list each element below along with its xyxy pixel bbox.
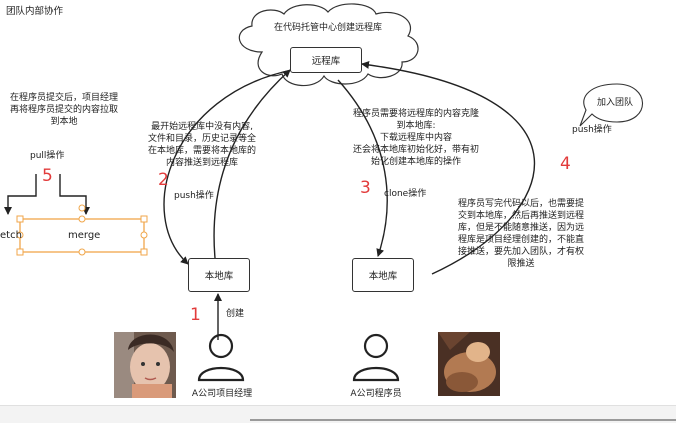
programmer-user-icon [352, 333, 400, 382]
cloud-shape [238, 3, 419, 87]
clone-op-label: clone操作 [384, 189, 427, 199]
step-number-1: 1 [190, 305, 201, 325]
clone-note-line: 始化创建本地库的操作 [370, 157, 461, 167]
merge-label: merge [68, 230, 101, 241]
push-note-line: 在本地库，需要将本地库的 [147, 146, 256, 156]
local-repo-manager[interactable]: 本地库 [188, 258, 250, 292]
pull-note-line: 到本地 [50, 117, 78, 127]
local-repo-programmer-label: 本地库 [368, 271, 398, 282]
programmer-note-line: 限推送 [507, 259, 535, 269]
push-op-label: push操作 [174, 191, 214, 201]
cloud-label: 在代码托管中心创建远程库 [273, 23, 382, 33]
push-op-programmer-label: push操作 [572, 125, 612, 135]
clone-note-line: 程序员需要将远程库的内容克隆 [352, 109, 479, 119]
pull-note-line: 再将程序员提交的内容拉取 [9, 105, 118, 115]
clone-note-line: 还会将本地库初始化好，带有初 [352, 145, 479, 155]
clone-note: 程序员需要将远程库的内容克隆 到本地库: 下载远程库中内容 还会将本地库初始化好… [346, 108, 486, 168]
local-repo-programmer[interactable]: 本地库 [352, 258, 414, 292]
clone-note-line: 到本地库: [396, 121, 436, 131]
bottom-toolbar [0, 405, 676, 423]
programmer-note-line: 交到本地库，然后再推送到远程 [457, 211, 584, 221]
local-repo-manager-label: 本地库 [204, 271, 234, 282]
push-note-line: 内容推送到远程库 [165, 158, 238, 168]
remote-repo-label: 远程库 [311, 56, 341, 67]
pull-bracket-right [59, 174, 90, 215]
selection-handle[interactable] [78, 248, 86, 256]
join-team-bubble [579, 83, 643, 127]
programmer-note: 程序员写完代码以后，也需要提 交到本地库，然后再推送到远程 库，但是不能随意推送… [446, 198, 596, 270]
pull-bracket-left [4, 174, 37, 215]
selection-handle[interactable] [140, 248, 148, 256]
pull-note-line: 在程序员提交后，项目经理 [9, 93, 118, 103]
programmer-note-line: 接推送，要先加入团队，才有权 [457, 247, 584, 257]
push-arrow-programmer [361, 60, 536, 275]
step-number-3: 3 [360, 178, 371, 198]
step-number-5: 5 [42, 166, 53, 186]
programmer-note-line: 库，但是不能随意推送，因为远 [457, 223, 584, 233]
selection-handle[interactable] [78, 215, 86, 223]
manager-user-icon [197, 333, 245, 382]
programmer-photo [438, 332, 500, 396]
create-label: 创建 [226, 309, 245, 319]
programmer-note-line: 程序员写完代码以后，也需要提 [457, 199, 584, 209]
pull-op-label: pull操作 [30, 151, 65, 161]
push-arrow [213, 69, 291, 259]
page-title: 团队内部协作 [6, 6, 64, 17]
manager-photo [114, 332, 176, 398]
step-number-4: 4 [560, 154, 571, 174]
manager-label: A公司项目经理 [191, 389, 253, 399]
rotate-handle[interactable] [78, 204, 86, 212]
selection-handle[interactable] [16, 248, 24, 256]
join-team-label: 加入团队 [597, 98, 634, 108]
programmer-label: A公司程序员 [350, 389, 402, 399]
selection-handle[interactable] [140, 231, 148, 239]
push-note-line: 最开始远程库中没有内容, [151, 122, 253, 132]
step-number-2: 2 [158, 170, 169, 190]
pull-note: 在程序员提交后，项目经理 再将程序员提交的内容拉取 到本地 [4, 92, 124, 128]
remote-repo-box[interactable]: 远程库 [290, 47, 362, 73]
progress-track[interactable] [250, 419, 676, 421]
clone-note-line: 下载远程库中内容 [379, 133, 452, 143]
fetch-label: etch [0, 230, 22, 241]
push-note: 最开始远程库中没有内容, 文件和目录，历史记录等全 在本地库，需要将本地库的 内… [146, 121, 258, 169]
programmer-note-line: 程库是项目经理创建的，不能直 [457, 235, 584, 245]
selection-handle[interactable] [16, 231, 24, 239]
pull-arrow [163, 69, 293, 265]
clone-arrow [337, 79, 388, 257]
selection-handle[interactable] [16, 215, 24, 223]
selection-handle[interactable] [140, 215, 148, 223]
push-note-line: 文件和目录，历史记录等全 [147, 134, 256, 144]
